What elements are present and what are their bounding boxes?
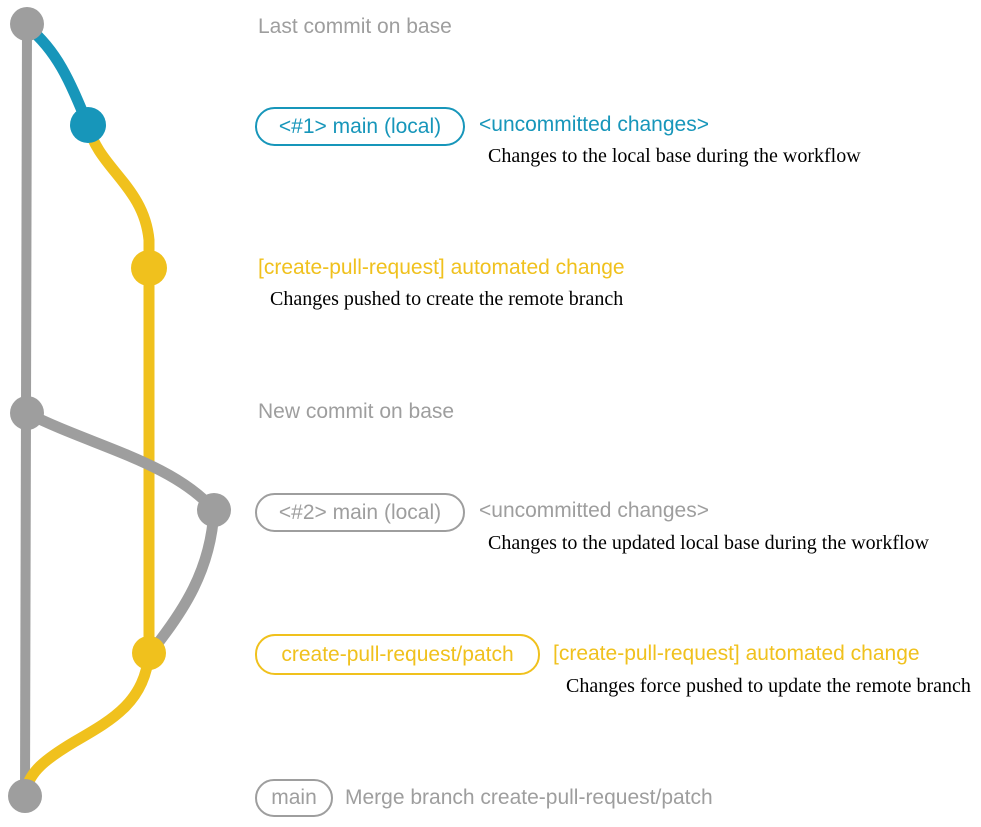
- rebase-edge-gray: [21, 407, 220, 658]
- merge-edge-yellow: [20, 647, 155, 796]
- heading-uncommitted-changes-2: <uncommitted changes>: [479, 499, 709, 522]
- branch-badge-main-local-1: <#1> main (local): [255, 107, 465, 146]
- commit-node-merge: [8, 779, 42, 813]
- caption-merge-branch: Merge branch create-pull-request/patch: [345, 786, 713, 809]
- commit-node-local-2: [197, 493, 231, 527]
- caption-last-commit-on-base: Last commit on base: [258, 15, 452, 38]
- heading-automated-change-2: [create-pull-request] automated change: [553, 642, 920, 665]
- commit-node-local-1: [70, 107, 106, 143]
- description-updated-local-base-changes: Changes to the updated local base during…: [488, 532, 929, 554]
- branch-badge-create-pull-request-patch: create-pull-request/patch: [255, 634, 540, 675]
- commit-node-patch-updated: [132, 636, 166, 670]
- branch-badge-main: main: [255, 779, 333, 817]
- patch-branch-line-yellow: [82, 119, 155, 659]
- commit-node-last-base: [10, 7, 44, 41]
- caption-new-commit-on-base: New commit on base: [258, 400, 455, 423]
- commit-node-new-base: [10, 396, 44, 430]
- branch-badge-main-local-2: <#2> main (local): [255, 493, 465, 532]
- description-force-pushed-update-remote-branch: Changes force pushed to update the remot…: [566, 675, 971, 697]
- heading-uncommitted-changes-1: <uncommitted changes>: [479, 113, 709, 136]
- heading-automated-change-1: [create-pull-request] automated change: [258, 256, 625, 279]
- description-pushed-create-remote-branch: Changes pushed to create the remote bran…: [270, 288, 624, 310]
- description-local-base-changes: Changes to the local base during the wor…: [488, 145, 861, 167]
- commit-node-automated-change: [131, 250, 167, 286]
